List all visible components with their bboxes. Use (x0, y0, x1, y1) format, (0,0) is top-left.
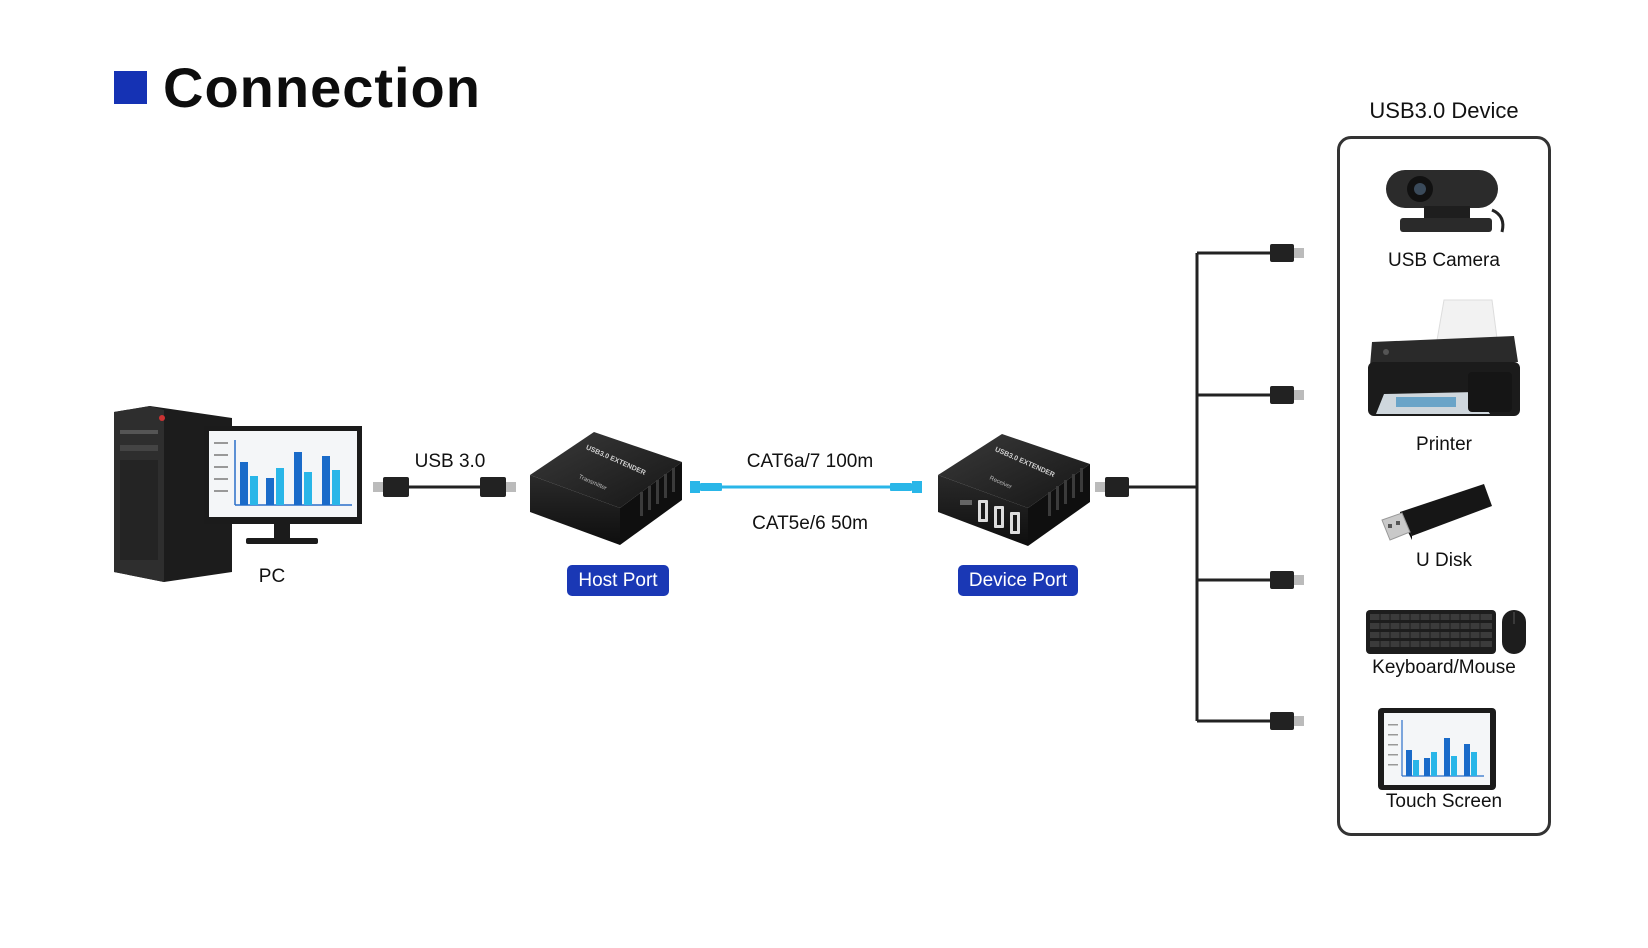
keyboard-mouse-icon (1366, 610, 1526, 654)
device-label-printer: Printer (1416, 434, 1472, 455)
transmitter-icon: USB3.0 EXTENDER Transmitter (530, 432, 682, 545)
pc-label: PC (258, 566, 286, 587)
receiver-icon: USB3.0 EXTENDER Receiver (938, 434, 1090, 546)
touch-screen-icon (1378, 708, 1496, 790)
device-label-u-disk: U Disk (1416, 550, 1472, 571)
cable-spec-bottom: CAT5e/6 50m (752, 513, 868, 534)
usb-plug-icon (1270, 386, 1304, 404)
usb-plug-icon (1270, 244, 1304, 262)
device-port-badge: Device Port (958, 565, 1078, 596)
device-panel (1337, 136, 1551, 836)
page-title: Connection (163, 56, 481, 119)
usb-drive-icon (1381, 484, 1492, 541)
usb-cable (373, 477, 516, 497)
usb-plug-icon (1270, 571, 1304, 589)
host-port-badge: Host Port (567, 565, 669, 596)
device-label-touch-screen: Touch Screen (1385, 791, 1503, 812)
ethernet-cable (690, 481, 922, 493)
device-label-keyboard-mouse: Keyboard/Mouse (1372, 657, 1516, 678)
device-panel-title: USB3.0 Device (1369, 98, 1519, 123)
pc-icon (114, 406, 362, 582)
usb-distribution-cables (1095, 244, 1304, 730)
usb-link-label: USB 3.0 (414, 451, 486, 472)
usb-plug-icon (1270, 712, 1304, 730)
device-label-usb-camera: USB Camera (1388, 250, 1500, 271)
cable-spec-top: CAT6a/7 100m (746, 451, 874, 472)
printer-icon (1368, 299, 1520, 416)
title-square-icon (114, 71, 147, 104)
webcam-icon (1386, 170, 1505, 233)
